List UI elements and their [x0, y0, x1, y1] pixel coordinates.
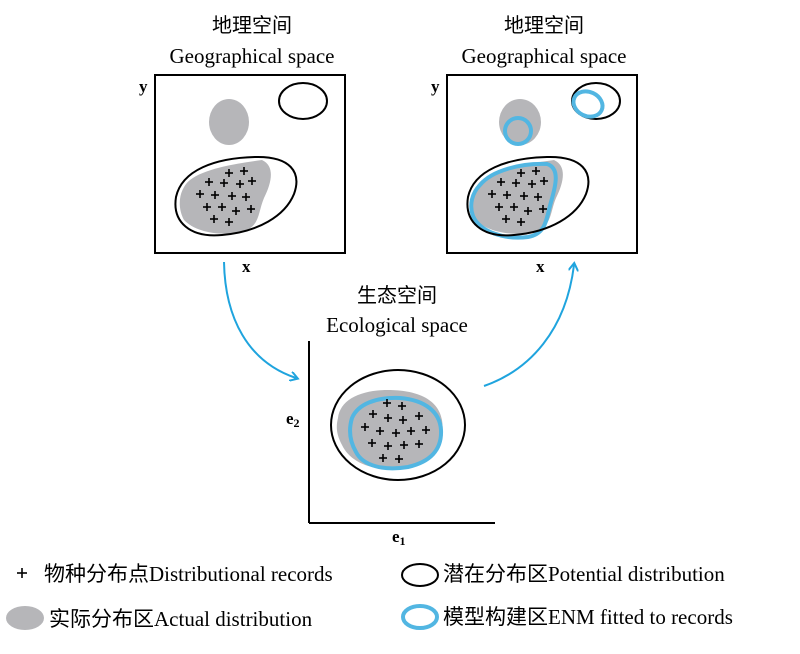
eco-y-letter: e: [286, 409, 294, 428]
eco-record-marker: [398, 402, 406, 410]
eco-x-subscript: 1: [400, 534, 406, 548]
geo-left-record-marker: [232, 207, 240, 215]
geo-left-record-marker: [247, 205, 255, 213]
gray-ellipse-icon: [6, 606, 44, 630]
eco-record-marker: [368, 439, 376, 447]
eco-x-letter: e: [392, 527, 400, 546]
legend-records: 物种分布点Distributional records: [17, 562, 333, 586]
geo-left-record-marker: [210, 215, 218, 223]
geo-left-panel: 地理空间 Geographical space y x: [139, 14, 346, 276]
outline-ellipse-icon: [401, 563, 439, 587]
geo-left-record-marker: [205, 178, 213, 186]
eco-potential: [330, 369, 466, 481]
eco-record-marker: [384, 414, 392, 422]
geo-right-actual-large: [471, 160, 563, 234]
geo-right-record-marker: [520, 192, 528, 200]
geo-left-record-marker: [225, 169, 233, 177]
legend-potential: 潜在分布区Potential distribution: [401, 562, 725, 587]
geo-left-y-label: y: [139, 77, 148, 96]
geo-right-record-marker: [534, 193, 542, 201]
geo-left-record-marker: [225, 218, 233, 226]
geo-right-record-marker: [539, 205, 547, 213]
geo-right-title-cn: 地理空间: [504, 14, 584, 37]
geo-right-record-marker: [528, 180, 536, 188]
geo-right-panel: 地理空间 Geographical space y x: [431, 14, 638, 276]
eco-y-subscript: 2: [294, 416, 300, 430]
geo-right-records: [488, 167, 548, 226]
geo-right-record-marker: [517, 169, 525, 177]
geo-right-enm-small-2: [571, 89, 605, 119]
blue-ring-icon: [401, 604, 439, 630]
eco-record-marker: [400, 441, 408, 449]
eco-record-marker: [376, 427, 384, 435]
geo-right-record-marker: [524, 207, 532, 215]
eco-record-marker: [383, 399, 391, 407]
geo-left-record-marker: [228, 192, 236, 200]
eco-record-marker: [384, 442, 392, 450]
eco-title-cn: 生态空间: [357, 284, 437, 307]
geo-right-x-label: x: [536, 257, 545, 276]
eco-record-marker: [415, 412, 423, 420]
eco-x-label: e1: [392, 527, 406, 548]
legend-potential-label: 潜在分布区Potential distribution: [443, 562, 725, 586]
geo-right-record-marker: [512, 179, 520, 187]
legend-records-label: 物种分布点Distributional records: [44, 562, 333, 586]
geo-left-record-marker: [211, 191, 219, 199]
geo-right-record-marker: [540, 177, 548, 185]
eco-title-en: Ecological space: [326, 313, 468, 337]
geo-left-record-marker: [196, 190, 204, 198]
legend-actual: 实际分布区Actual distribution: [6, 606, 313, 631]
geo-right-y-label: y: [431, 77, 440, 96]
eco-record-marker: [399, 416, 407, 424]
geo-right-record-marker: [502, 215, 510, 223]
geo-right-title-en: Geographical space: [462, 44, 627, 68]
plus-icon: [17, 568, 27, 578]
geo-right-record-marker: [532, 167, 540, 175]
geo-left-record-marker: [203, 203, 211, 211]
geo-left-potential-small: [278, 82, 328, 120]
eco-record-marker: [422, 426, 430, 434]
geo-right-record-marker: [495, 203, 503, 211]
geo-left-potential-large: [174, 155, 298, 237]
arrow-eco-to-geo: [483, 265, 574, 387]
geo-left-record-marker: [248, 177, 256, 185]
geo-left-record-marker: [236, 180, 244, 188]
geo-right-record-marker: [497, 178, 505, 186]
legend-enm: 模型构建区ENM fitted to records: [401, 604, 733, 630]
geo-right-record-marker: [517, 218, 525, 226]
geo-left-record-marker: [218, 203, 226, 211]
geo-right-enm-large: [469, 161, 558, 240]
geo-right-potential-large: [466, 155, 590, 237]
eco-y-label: e2: [286, 409, 300, 430]
eco-record-marker: [379, 454, 387, 462]
geo-left-actual-large: [179, 160, 271, 234]
geo-left-record-marker: [240, 167, 248, 175]
geo-left-records: [196, 167, 256, 226]
geo-left-actual-small: [209, 99, 249, 145]
legend-actual-label: 实际分布区Actual distribution: [49, 607, 313, 631]
eco-record-marker: [369, 410, 377, 418]
geo-right-record-marker: [510, 203, 518, 211]
geo-right-record-marker: [488, 190, 496, 198]
eco-record-marker: [415, 440, 423, 448]
arrow-geo-to-eco: [223, 261, 296, 378]
eco-actual: [336, 390, 443, 469]
eco-record-marker: [361, 423, 369, 431]
geo-left-x-label: x: [242, 257, 251, 276]
geo-right-record-marker: [503, 191, 511, 199]
legend: 物种分布点Distributional records 潜在分布区Potenti…: [6, 562, 733, 631]
legend-enm-label: 模型构建区ENM fitted to records: [443, 605, 733, 629]
geo-left-record-marker: [242, 193, 250, 201]
eco-panel: 生态空间 Ecological space e2 e1: [286, 284, 495, 548]
geo-left-title-cn: 地理空间: [212, 14, 292, 37]
eco-enm: [348, 395, 444, 471]
geo-left-title-en: Geographical space: [170, 44, 335, 68]
eco-record-marker: [392, 429, 400, 437]
geo-left-record-marker: [220, 179, 228, 187]
geo-right-enm-small: [503, 116, 533, 146]
eco-records: [361, 399, 430, 463]
eco-record-marker: [407, 427, 415, 435]
eco-record-marker: [395, 455, 403, 463]
